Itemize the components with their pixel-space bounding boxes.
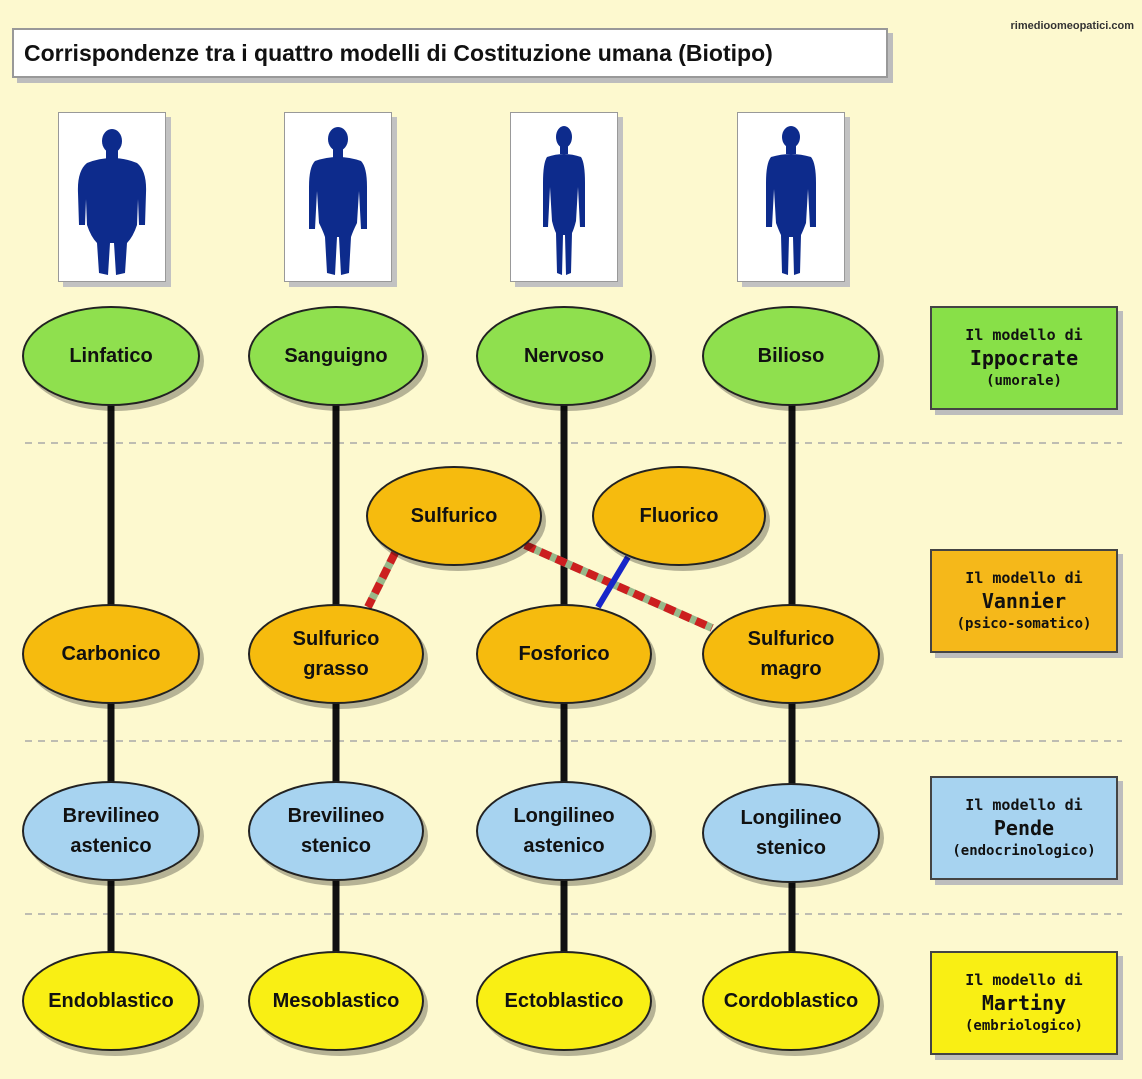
body-figure-tall — [737, 112, 845, 282]
node-cordoblastico: Cordoblastico — [702, 951, 880, 1051]
model-label-prefix: Il modello di — [965, 569, 1083, 587]
sulfurico-link-left — [364, 551, 399, 609]
model-label-martiny: Il modello di Martiny (embriologico) — [930, 951, 1118, 1055]
sulfurico-link-right — [523, 541, 714, 632]
body-figure-stocky — [58, 112, 166, 282]
model-label-prefix: Il modello di — [965, 326, 1083, 344]
body-figure-slender — [510, 112, 618, 282]
node-longilineo-astenico: Longilineo astenico — [476, 781, 652, 881]
body-silhouette-slender-icon — [543, 126, 585, 275]
node-brevilineo-stenico: Brevilineo stenico — [248, 781, 424, 881]
model-label-name: Vannier — [981, 589, 1067, 613]
node-ectoblastico: Ectoblastico — [476, 951, 652, 1051]
body-figure-athletic — [284, 112, 392, 282]
node-mesoblastico: Mesoblastico — [248, 951, 424, 1051]
node-nervoso: Nervoso — [476, 306, 652, 406]
diagram-title: Corrispondenze tra i quattro modelli di … — [12, 28, 888, 78]
body-silhouette-athletic-icon — [309, 127, 367, 275]
model-label-prefix: Il modello di — [965, 796, 1083, 814]
node-fluorico: Fluorico — [592, 466, 766, 566]
fluorico-link — [595, 555, 631, 609]
model-label-detail: (umorale) — [986, 373, 1062, 389]
node-linfatico: Linfatico — [22, 306, 200, 406]
model-label-detail: (embriologico) — [964, 1018, 1083, 1034]
body-silhouette-tall-icon — [766, 126, 816, 275]
model-label-detail: (endocrinologico) — [952, 843, 1096, 859]
node-carbonico: Carbonico — [22, 604, 200, 704]
model-label-name: Martiny — [981, 991, 1067, 1015]
node-fosforico: Fosforico — [476, 604, 652, 704]
node-brevilineo-astenico: Brevilineo astenico — [22, 781, 200, 881]
model-label-name: Ippocrate — [969, 346, 1079, 370]
model-label-prefix: Il modello di — [965, 971, 1083, 989]
node-endoblastico: Endoblastico — [22, 951, 200, 1051]
model-label-vannier: Il modello di Vannier (psico-somatico) — [930, 549, 1118, 653]
model-label-detail: (psico-somatico) — [956, 616, 1092, 632]
site-watermark: rimedioomeopatici.com — [1010, 20, 1134, 32]
body-silhouette-stocky-icon — [77, 129, 147, 275]
model-label-ippocrate: Il modello di Ippocrate (umorale) — [930, 306, 1118, 410]
node-sulfurico: Sulfurico — [366, 466, 542, 566]
node-longilineo-stenico: Longilineo stenico — [702, 783, 880, 883]
node-bilioso: Bilioso — [702, 306, 880, 406]
node-sanguigno: Sanguigno — [248, 306, 424, 406]
model-label-name: Pende — [993, 816, 1055, 840]
node-sulfurico-magro: Sulfurico magro — [702, 604, 880, 704]
node-sulfurico-grasso: Sulfurico grasso — [248, 604, 424, 704]
model-label-pende: Il modello di Pende (endocrinologico) — [930, 776, 1118, 880]
